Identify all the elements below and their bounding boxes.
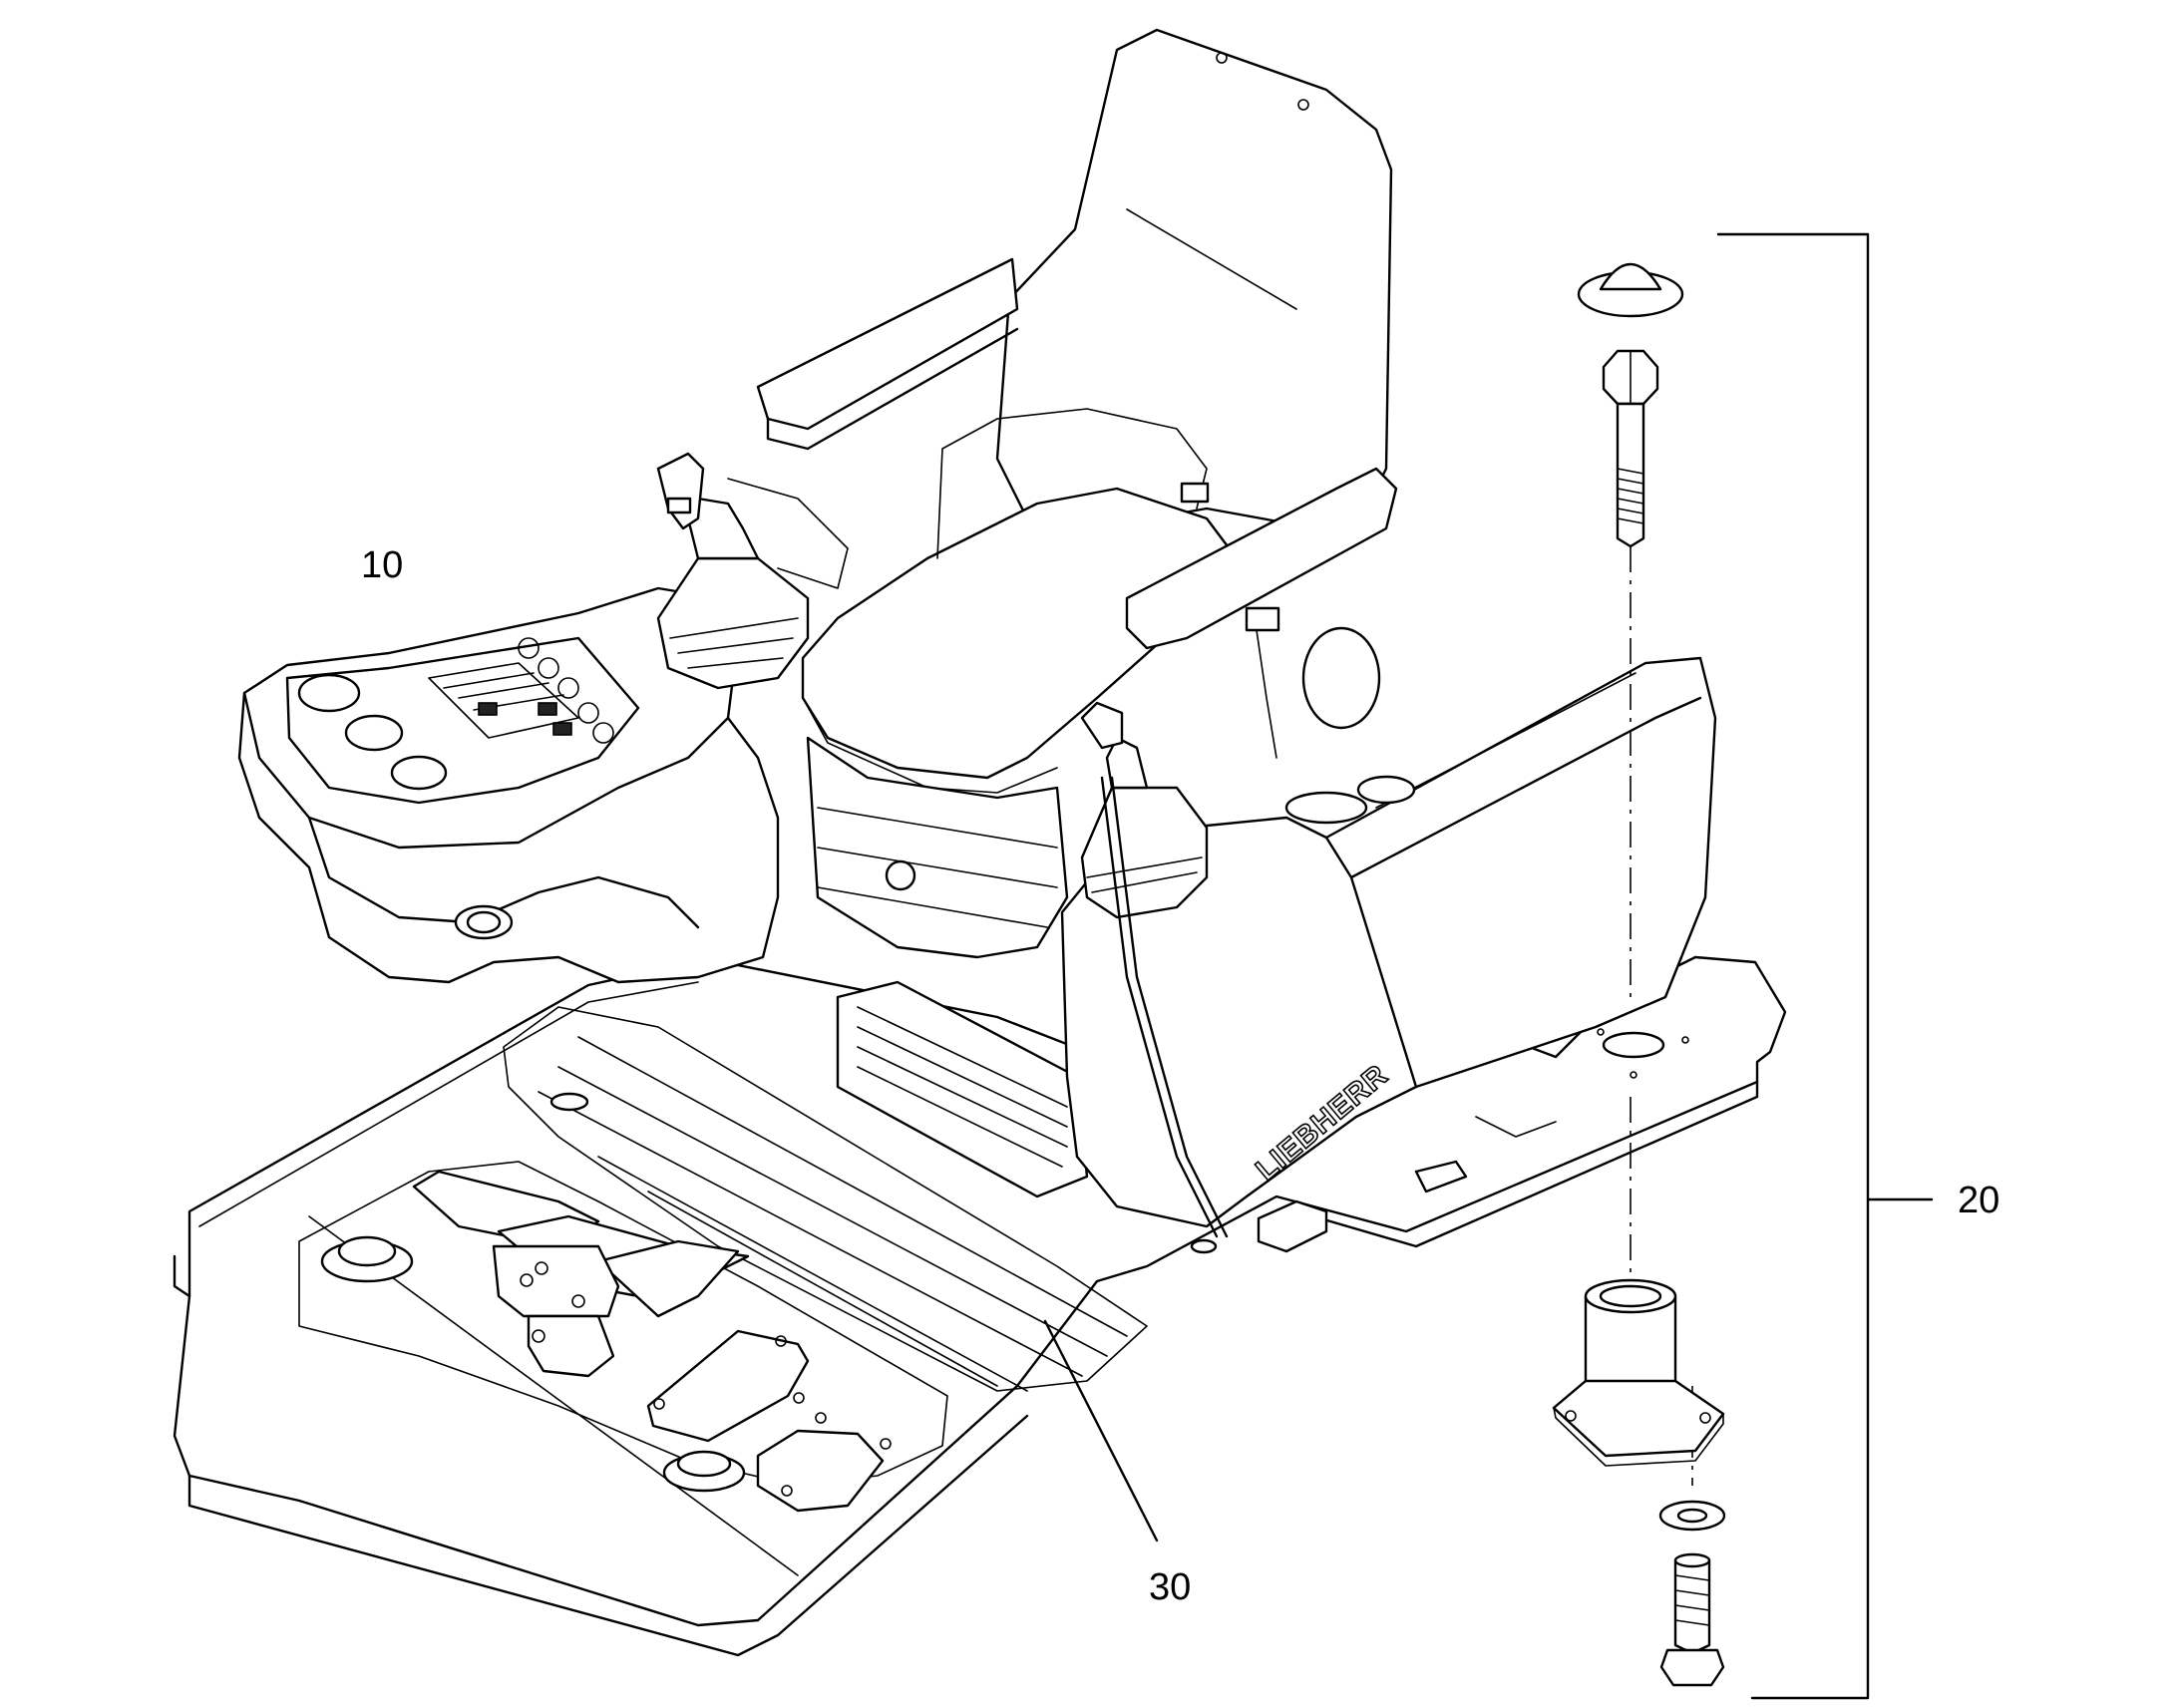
right-control-console: LIEBHERR [1060,656,1717,1254]
callout-bracket-20 [1716,232,1934,1700]
floor-plate [173,955,1787,1657]
callout-30: 30 [1149,1566,1192,1608]
left-control-console [237,452,849,984]
operator-seat [756,28,1398,1198]
mounting-hardware-stack [1552,262,1726,1687]
foot-pedals [412,1170,750,1378]
leader-line-30 [1043,1319,1159,1542]
callout-10: 10 [361,544,404,586]
callout-20: 20 [1958,1180,2000,1221]
